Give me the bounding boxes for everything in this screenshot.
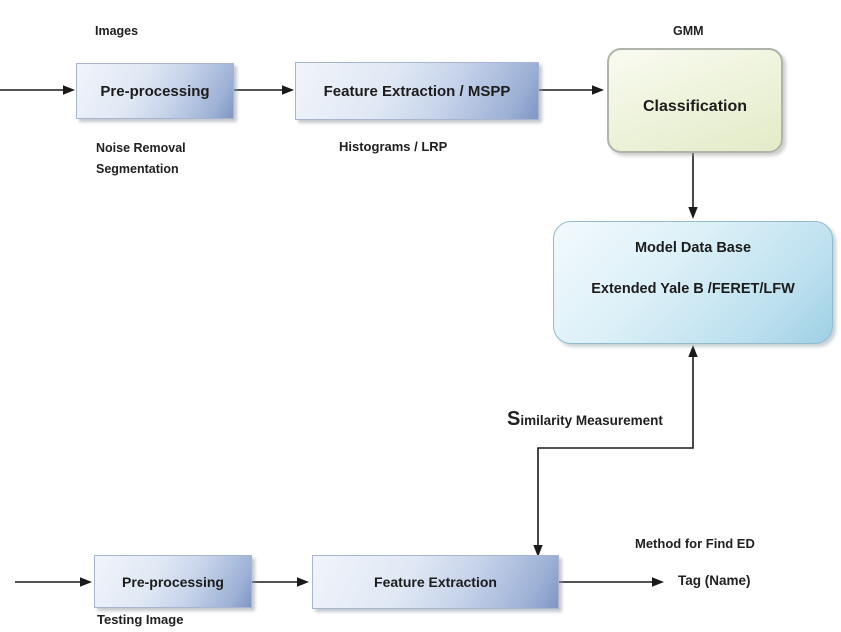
- arrow-classification-to-model-db: [688, 153, 698, 219]
- node-preprocessing-top: Pre-processing: [76, 63, 234, 119]
- node-model-database-title: Model Data Base: [634, 240, 752, 256]
- node-preprocessing-top-label: Pre-processing: [100, 82, 210, 100]
- node-feature-extraction-top: Feature Extraction / MSPP: [295, 62, 539, 120]
- label-noise-removal: Noise Removal: [96, 141, 186, 155]
- arrow-input-to-preprocessing-top: [0, 85, 75, 95]
- node-model-database: Model Data Base Extended Yale B /FERET/L…: [553, 221, 833, 344]
- arrow-input-to-preprocessing-bottom: [15, 577, 92, 587]
- node-preprocessing-bottom-label: Pre-processing: [122, 573, 224, 590]
- arrow-preprocessing-to-feature-extraction-bottom: [250, 577, 309, 587]
- label-gmm: GMM: [673, 24, 704, 38]
- node-model-database-datasets: Extended Yale B /FERET/LFW: [591, 281, 795, 297]
- label-similarity-measurement: Similarity Measurement: [507, 408, 663, 430]
- label-images: Images: [95, 24, 139, 38]
- label-method-for-find-ed: Method for Find ED: [635, 536, 755, 551]
- arrow-preprocessing-to-feature-extraction-top: [232, 85, 294, 95]
- label-noise-removal-segmentation: Noise Removal Segmentation: [96, 138, 186, 180]
- node-preprocessing-bottom: Pre-processing: [94, 555, 252, 608]
- node-feature-extraction-bottom-label: Feature Extraction: [374, 574, 497, 590]
- label-segmentation: Segmentation: [96, 162, 179, 176]
- arrow-similarity-connector: [533, 345, 698, 557]
- node-feature-extraction-bottom: Feature Extraction: [312, 555, 559, 609]
- node-classification: Classification: [607, 48, 783, 153]
- label-histograms-lrp: Histograms / LRP: [339, 139, 448, 154]
- label-tag-name: Tag (Name): [678, 573, 751, 588]
- label-testing-image: Testing Image: [97, 612, 184, 627]
- node-feature-extraction-top-label: Feature Extraction / MSPP: [323, 82, 511, 100]
- arrow-feature-extraction-to-tag: [557, 577, 664, 587]
- node-classification-label: Classification: [642, 97, 748, 115]
- arrow-feature-extraction-to-classification: [537, 85, 604, 95]
